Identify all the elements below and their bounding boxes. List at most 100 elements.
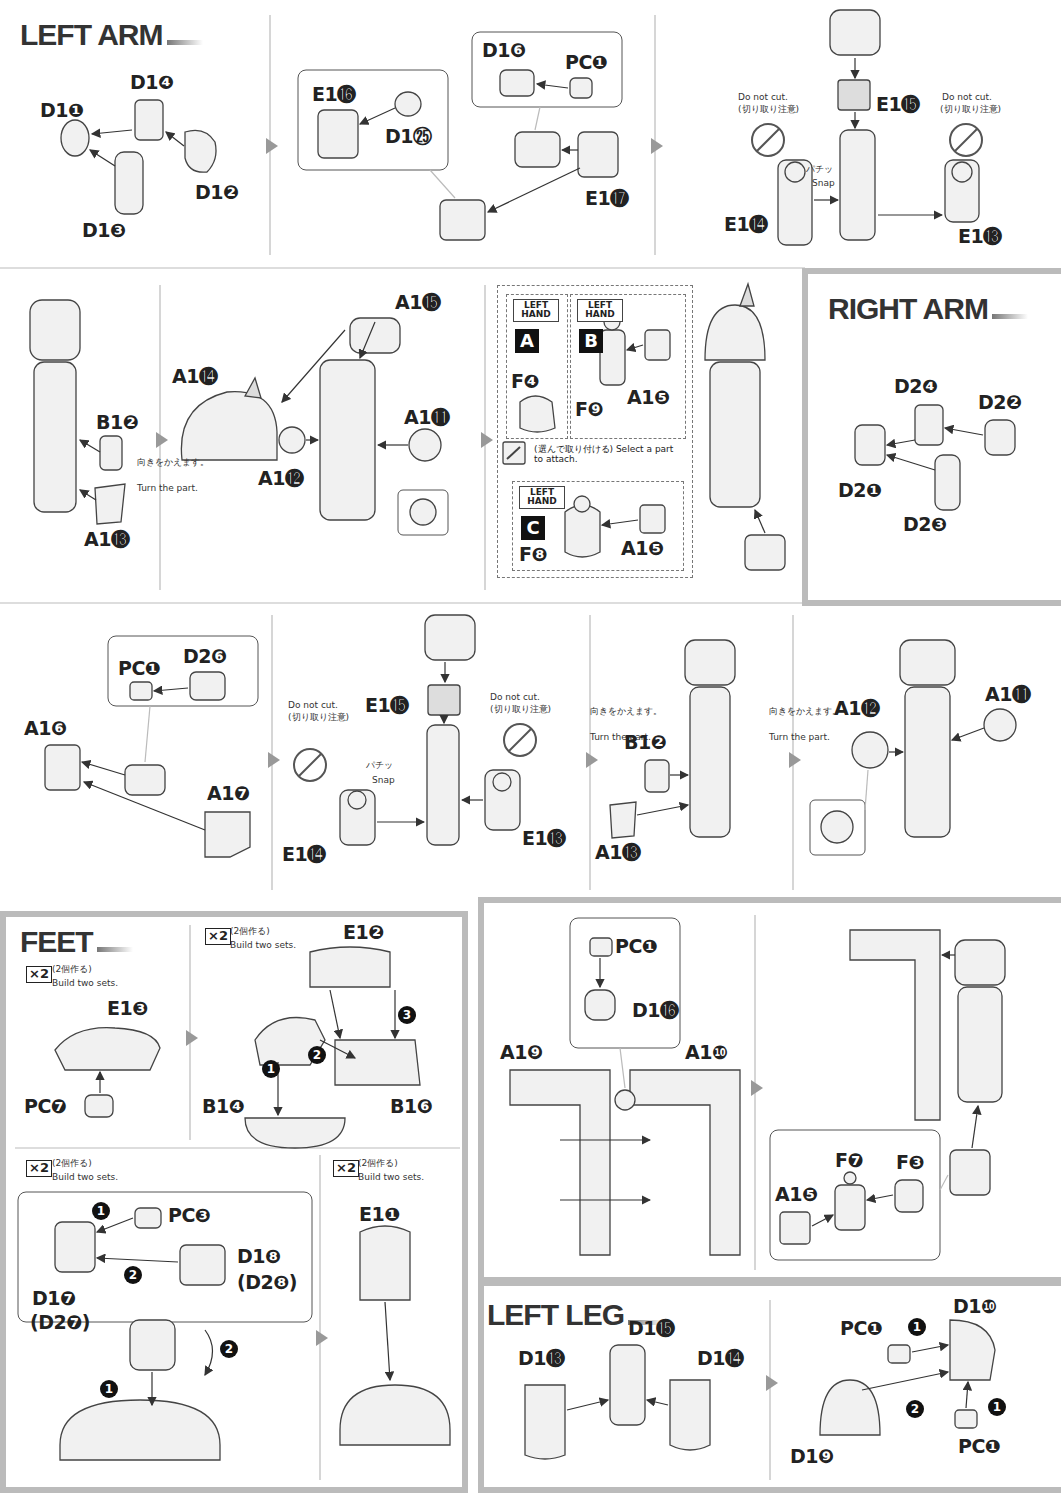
part-label: E1⓭ [522, 828, 566, 850]
assembly-arrow [627, 345, 643, 350]
assembly-arrow [637, 805, 688, 815]
part-label: D1❷ [195, 182, 239, 204]
part-label: A1❿ [685, 1042, 728, 1064]
step-chevron [316, 1330, 328, 1346]
part-shape [395, 92, 421, 116]
part-shape [115, 152, 143, 214]
part-shape [844, 1172, 856, 1184]
note-text: 向きをかえます。 [769, 706, 841, 716]
part-shape [610, 802, 636, 838]
part-label: A1❺ [621, 538, 664, 560]
assembly-arrow [878, 214, 942, 215]
hand-option-box: LEFT HANDAF❹ [506, 294, 568, 439]
part-shape [955, 129, 977, 151]
panel-frame [805, 271, 1061, 603]
divider-line [654, 15, 655, 255]
note-text: Build two sets. [52, 978, 118, 988]
callout-box [18, 1192, 312, 1322]
assembly-arrow [889, 751, 903, 752]
note-text: (2個作る) [358, 1158, 398, 1168]
assembly-arrow [812, 1215, 833, 1226]
part-label: E1⓯ [876, 94, 920, 116]
part-label: E1⓯ [365, 695, 409, 717]
step-number: 2 [308, 1046, 326, 1064]
part-shape [955, 940, 1005, 985]
part-shape [255, 1018, 325, 1066]
part-label: D1⓭ [518, 1348, 565, 1370]
assembly-arrow [599, 958, 600, 987]
note-text: Build two sets. [358, 1172, 424, 1182]
assembly-arrow [80, 490, 96, 500]
assembly-arrow [92, 130, 132, 134]
note-text: (切り取り注意) [288, 712, 349, 722]
part-label: F❽ [519, 544, 547, 566]
note-text: パチッ [366, 760, 393, 770]
part-shape [855, 425, 885, 465]
assembly-arrow [90, 150, 115, 166]
note-text: Build two sets. [52, 1172, 118, 1182]
assembly-arrow [560, 1139, 650, 1140]
part-shape [509, 729, 531, 751]
hand-option-box: LEFT HANDBF❾A1❺ [570, 294, 686, 439]
part-label: A1⓫ [985, 684, 1030, 706]
assembly-arrow [385, 1302, 390, 1380]
assembly-arrow [887, 440, 915, 445]
part-label: F❸ [896, 1152, 924, 1174]
divider-line [865, 770, 868, 810]
assembly-arrow [567, 1400, 608, 1410]
divider-line [620, 1048, 625, 1088]
step-chevron [651, 138, 663, 154]
assembly-arrow [862, 1372, 948, 1390]
part-label: PC❶ [840, 1318, 882, 1340]
part-label: E1⓭ [958, 226, 1002, 248]
step-chevron [751, 1080, 763, 1096]
part-shape [294, 749, 326, 781]
option-letter: B [579, 329, 603, 353]
part-label: A1⓯ [395, 292, 440, 314]
part-shape [710, 362, 760, 507]
part-label: E1❷ [343, 922, 384, 944]
panel-frame [481, 1283, 1061, 1490]
step-number: 1 [988, 1398, 1006, 1416]
part-label: A1⓫ [404, 407, 449, 429]
part-label: A1⓭ [84, 529, 129, 551]
divider-line [940, 1175, 948, 1190]
part-shape [780, 1212, 810, 1244]
part-label: D1❹ [130, 72, 174, 94]
quantity-mark: ×2 [26, 966, 52, 983]
part-shape [245, 378, 261, 398]
note-text: (切り取り注意) [940, 104, 1001, 114]
part-label: D1㉕ [385, 126, 432, 148]
note-text: Snap [372, 775, 395, 785]
part-shape [950, 1150, 990, 1195]
part-shape [485, 770, 520, 830]
part-shape [585, 990, 615, 1020]
part-shape [900, 640, 955, 685]
note-text: Do not cut. [738, 92, 788, 102]
hand-label: LEFT HAND [519, 486, 565, 509]
divider-line [535, 107, 540, 130]
assembly-arrow [80, 440, 100, 452]
step-number: 2 [124, 1266, 142, 1284]
divider-line [430, 170, 455, 198]
option-letter: C [521, 516, 545, 540]
assembly-arrow [867, 1195, 893, 1200]
assembly-arrow [360, 322, 375, 358]
assembly-arrow [602, 520, 638, 525]
part-label: PC❶ [118, 658, 160, 680]
section-heading: LEFT ARM [20, 18, 203, 53]
step-number: 2 [906, 1400, 924, 1418]
part-shape [320, 360, 375, 520]
part-shape [440, 200, 485, 240]
part-shape [958, 987, 1002, 1102]
divider-line [792, 615, 793, 890]
step-chevron [156, 432, 168, 448]
note-text: (2個作る) [52, 964, 92, 974]
part-label: F❾ [575, 399, 603, 421]
part-label: E1⓰ [312, 84, 356, 106]
part-label: (D2❼) [30, 1312, 90, 1334]
assembly-arrow [912, 1345, 948, 1352]
part-label: A1❾ [500, 1042, 543, 1064]
assembly-arrow [377, 821, 424, 822]
